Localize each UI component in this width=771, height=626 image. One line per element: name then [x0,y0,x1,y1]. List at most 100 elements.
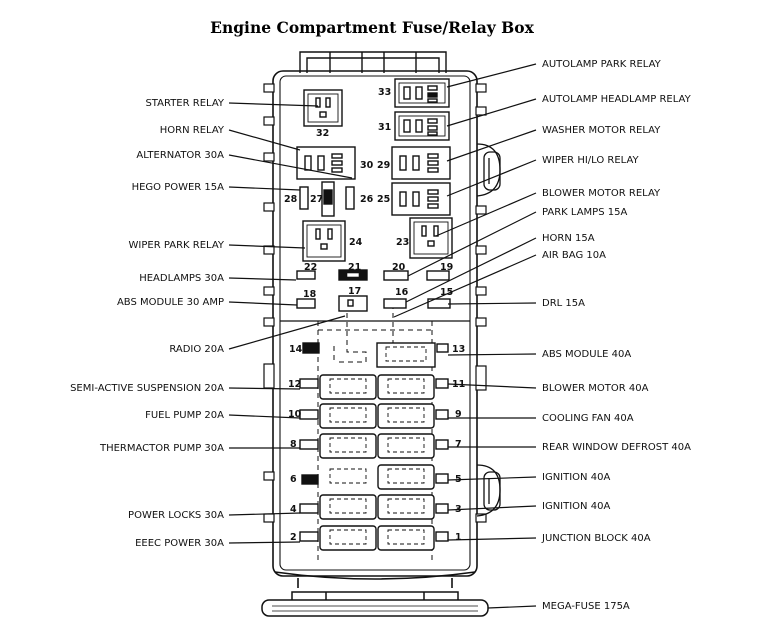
position-number-4: 4 [290,504,297,515]
fuse-19 [426,270,450,281]
fuse-inner-outlines [329,346,427,545]
leader-line-autolamp-park-relay [446,63,537,88]
top-mounting-bracket [299,51,447,73]
leader-line-eeec-power [228,541,301,544]
label-mega-fuse: MEGA-FUSE 175A [542,601,630,612]
label-thermactor-pump: THERMACTOR PUMP 30A [99,443,224,454]
label-horn-relay: HORN RELAY [160,125,225,136]
position-number-16: 16 [395,287,409,298]
label-rear-window-defrost: REAR WINDOW DEFROST 40A [542,442,691,453]
position-number-30: 30 [360,160,374,171]
diagram-title: Engine Compartment Fuse/Relay Box [210,18,534,37]
fuse-2 [299,531,319,542]
label-wiper-hilo-relay: WIPER HI/LO RELAY [542,155,640,166]
position-number-28: 28 [284,194,298,205]
relay-23 [409,217,453,259]
label-wiper-park-relay: WIPER PARK RELAY [129,240,225,251]
fuse-4 [299,503,319,514]
position-number-17: 17 [348,286,361,297]
leader-line-wiper-park-relay [228,244,306,249]
position-number-20: 20 [392,262,406,273]
leader-line-ignition-3 [447,505,537,511]
fuse-28 [299,186,309,210]
fuse-16 [383,298,407,309]
leader-line-headlamps [228,277,297,281]
components [296,78,453,551]
label-autolamp-park-relay: AUTOLAMP PARK RELAY [542,59,662,70]
position-number-10: 10 [288,409,302,420]
label-blower-motor-relay: BLOWER MOTOR RELAY [542,188,661,199]
label-hego-power: HEGO POWER 15A [132,182,225,193]
label-cooling-fan: COOLING FAN 40A [542,413,634,424]
position-number-21: 21 [348,262,361,273]
leader-line-blower-motor [447,383,537,389]
fuse-22 [296,270,316,280]
label-drl: DRL 15A [542,298,585,309]
position-number-29: 29 [377,160,390,171]
position-number-12: 12 [288,379,301,390]
fuse-11 [435,378,449,389]
fuse-10 [299,409,319,420]
label-park-lamps: PARK LAMPS 15A [542,207,627,218]
fuse-26 [345,186,355,210]
label-ignition-3: IGNITION 40A [542,501,610,512]
position-number-27: 27 [310,194,323,205]
position-number-26: 26 [360,194,374,205]
position-number-23: 23 [396,237,409,248]
position-number-14: 14 [289,344,303,355]
position-number-7: 7 [455,439,462,450]
leader-line-horn [405,237,537,303]
position-number-1: 1 [455,532,462,543]
label-abs-module-30: ABS MODULE 30 AMP [117,297,224,308]
label-fuel-pump: FUEL PUMP 20A [145,410,224,421]
leader-line-ignition-5 [447,476,537,481]
leader-line-drl [447,302,537,305]
leader-line-blower-motor-relay [435,192,537,237]
fuse-5 [435,473,449,484]
fuse-9 [435,409,449,420]
leader-line-horn-relay [228,129,301,151]
leader-line-autolamp-headlamp-relay [446,98,537,127]
leader-line-abs-module-40 [447,353,537,356]
fuse-7 [435,439,449,450]
side-latch-upper [476,143,501,197]
label-autolamp-headlamp-relay: AUTOLAMP HEADLAMP RELAY [542,94,692,105]
position-number-19: 19 [440,262,453,273]
mega-fuse-base [261,591,489,617]
position-number-24: 24 [349,237,363,248]
housing-side-tabs [263,83,487,523]
position-number-13: 13 [452,344,465,355]
fuse-14 [302,342,320,354]
leader-line-fuel-pump [228,414,301,419]
label-power-locks: POWER LOCKS 30A [128,510,224,521]
position-number-32: 32 [316,128,329,139]
right-labels: AUTOLAMP PARK RELAY AUTOLAMP HEADLAMP REL… [393,59,692,612]
fuse-6 [301,474,319,485]
leader-line-air-bag [393,254,537,318]
position-number-18: 18 [303,289,317,300]
leader-line-alternator [228,154,353,179]
position-number-8: 8 [290,439,297,450]
fuse-3 [435,503,449,514]
label-blower-motor: BLOWER MOTOR 40A [542,383,649,394]
position-number-2: 2 [290,532,297,543]
leader-line-washer-motor-relay [446,129,537,162]
label-headlamps: HEADLAMPS 30A [139,273,224,284]
position-number-31: 31 [378,122,391,133]
label-horn: HORN 15A [542,233,595,244]
relay-32 [303,89,343,127]
position-number-22: 22 [304,262,317,273]
label-abs-module-40: ABS MODULE 40A [542,349,631,360]
label-washer-motor-relay: WASHER MOTOR RELAY [542,125,661,136]
leader-line-hego-power [228,186,301,191]
leader-line-semi-active-suspension [228,387,301,390]
position-number-15: 15 [440,287,453,298]
label-radio: RADIO 20A [169,344,224,355]
label-eeec-power: EEEC POWER 30A [135,538,224,549]
label-starter-relay: STARTER RELAY [145,98,224,109]
position-number-33: 33 [378,87,391,98]
fuse-18 [296,298,316,309]
label-air-bag: AIR BAG 10A [542,250,606,261]
